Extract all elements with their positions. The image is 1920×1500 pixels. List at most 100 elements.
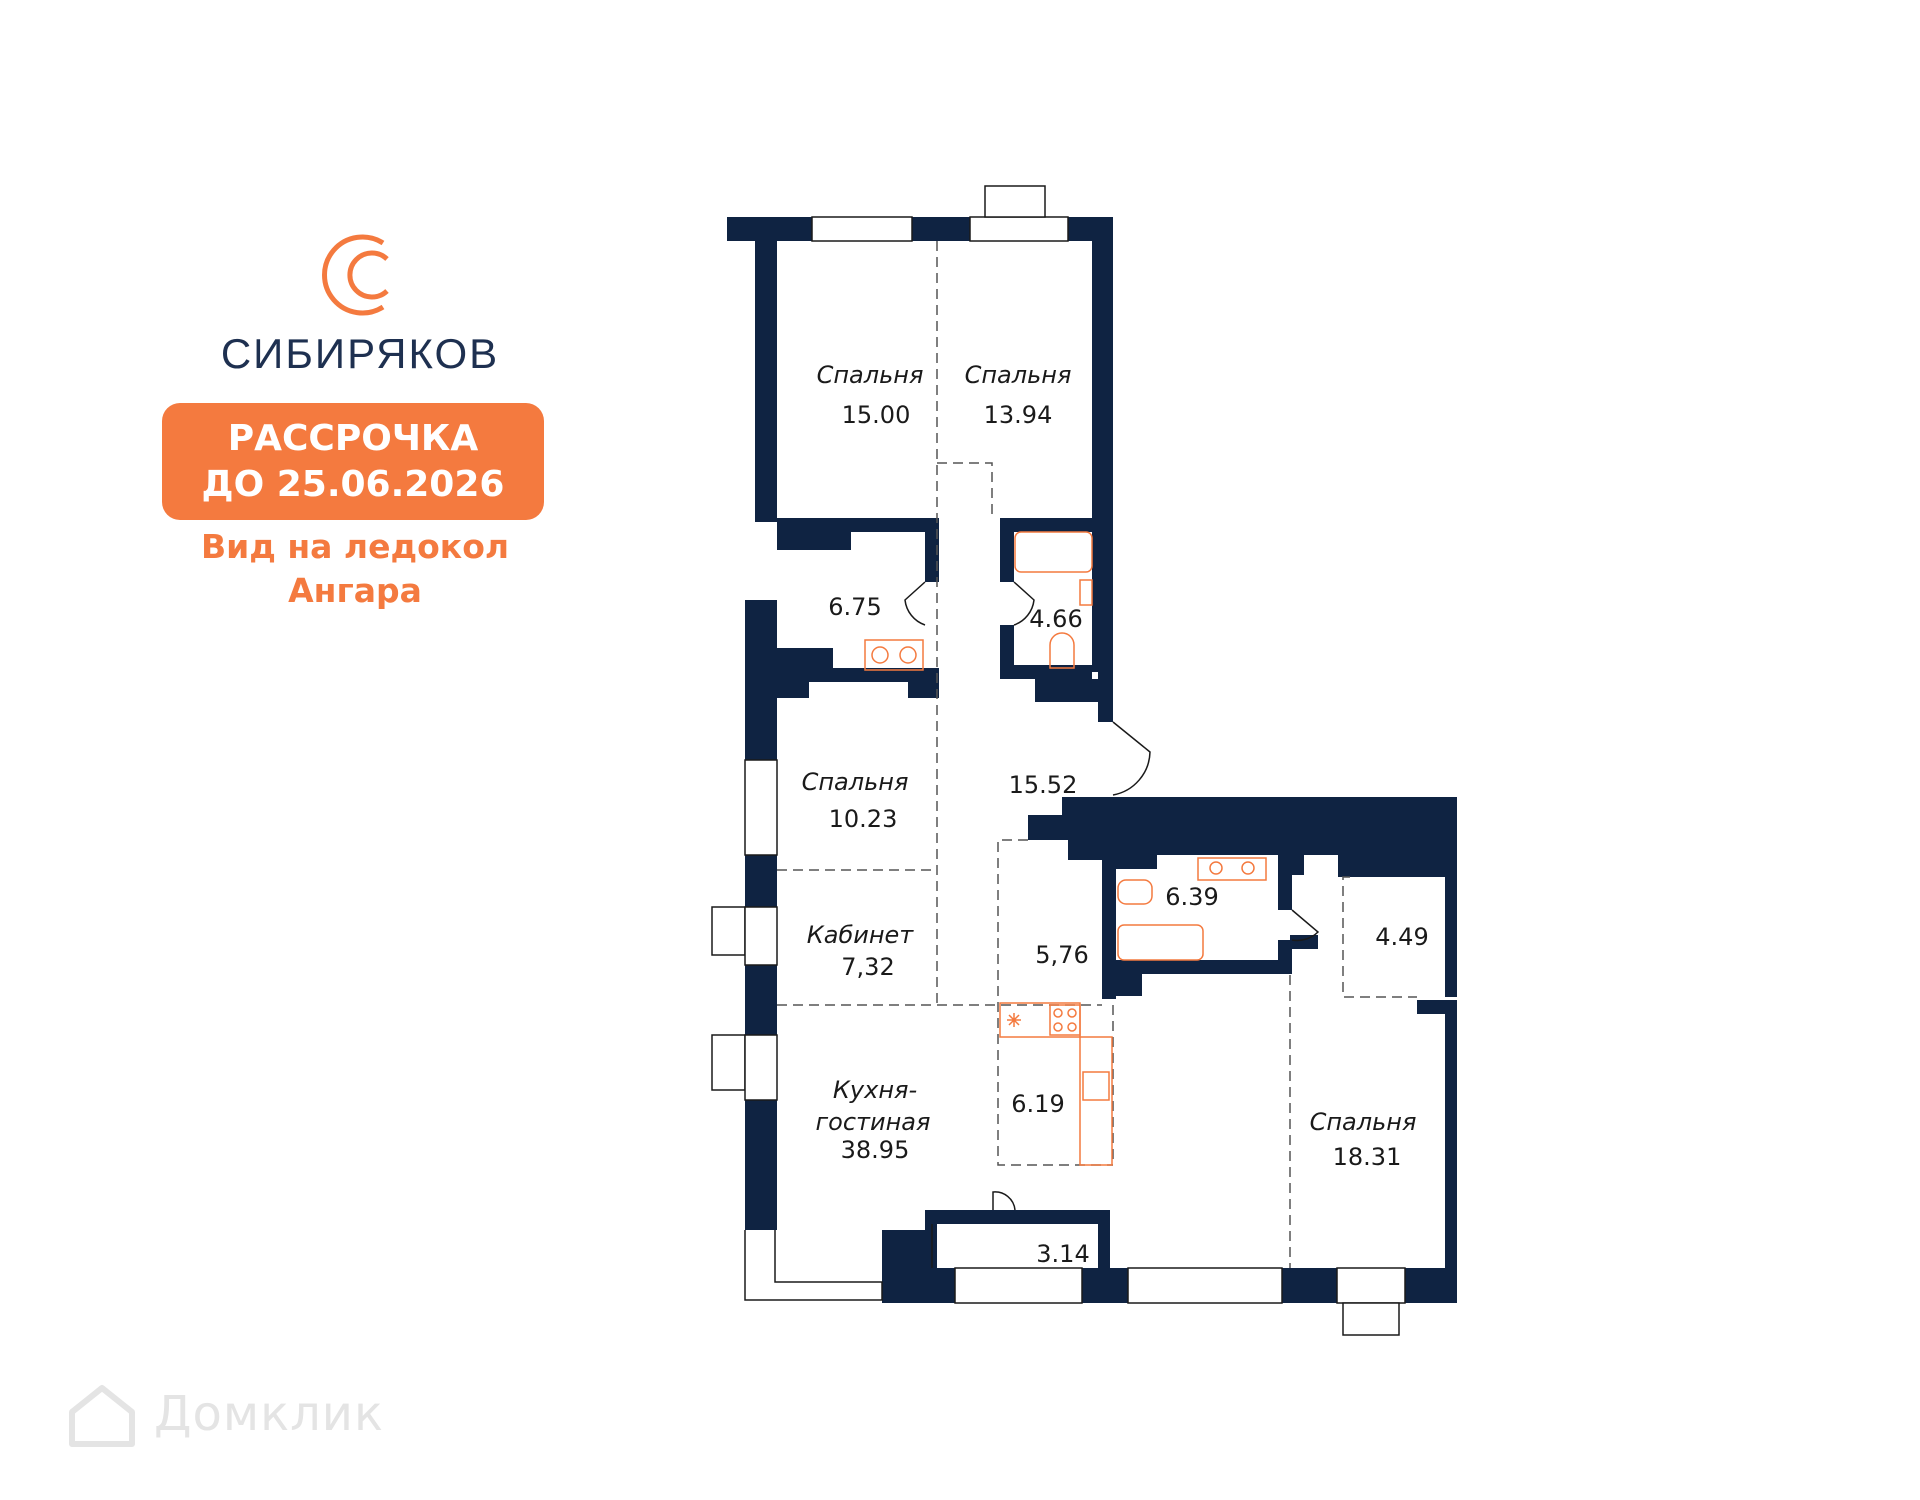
wall bbox=[745, 855, 777, 907]
hood-icon bbox=[1007, 1013, 1021, 1027]
burner-icon bbox=[1053, 1022, 1063, 1032]
brand-name: СИБИРЯКОВ bbox=[220, 330, 500, 377]
wall bbox=[1445, 1000, 1457, 1302]
corridor-area: 5,76 bbox=[1035, 941, 1088, 969]
window bbox=[1127, 1267, 1283, 1304]
wall bbox=[1102, 797, 1457, 855]
window bbox=[954, 1267, 1083, 1304]
door-swing bbox=[1013, 581, 1035, 626]
wall bbox=[1078, 1268, 1128, 1303]
burner-icon bbox=[1067, 1008, 1077, 1018]
wall bbox=[908, 668, 939, 698]
divider bbox=[997, 839, 1113, 1166]
burner-icon bbox=[1053, 1008, 1063, 1018]
wall bbox=[1035, 679, 1113, 702]
wall bbox=[1068, 835, 1102, 860]
wall bbox=[777, 648, 833, 670]
wall bbox=[1102, 855, 1157, 869]
wall bbox=[925, 532, 939, 582]
window bbox=[1336, 1267, 1406, 1304]
living-kitchen-label-line-1: Кухня- bbox=[833, 1076, 917, 1104]
burner-icon bbox=[1067, 1022, 1077, 1032]
wall bbox=[1000, 665, 1092, 679]
wall bbox=[745, 965, 777, 1035]
bedroom-3-area: 10.23 bbox=[829, 805, 898, 833]
wall bbox=[882, 1268, 932, 1303]
wall bbox=[1278, 940, 1292, 974]
kitchen-zone-area: 6.19 bbox=[1011, 1090, 1064, 1118]
wall bbox=[745, 600, 777, 760]
divider bbox=[1342, 876, 1417, 998]
sink-icon bbox=[1209, 861, 1223, 875]
toilet-icon bbox=[1049, 632, 1075, 669]
living-kitchen-label-line-2: гостиная bbox=[816, 1108, 931, 1136]
fixtures bbox=[864, 531, 1267, 1166]
windows bbox=[711, 185, 1406, 1336]
door-swing bbox=[992, 1191, 1016, 1211]
view-note-line-1: Вид на ледокол bbox=[200, 527, 510, 566]
sibiryakov-c-logo-icon bbox=[322, 234, 389, 316]
bedroom-4-area: 18.31 bbox=[1333, 1143, 1402, 1171]
bedroom-3-label: Спальня bbox=[802, 768, 909, 796]
sink-icon bbox=[1241, 861, 1255, 875]
wall bbox=[755, 217, 777, 522]
wall bbox=[795, 668, 939, 682]
watermark-text: Домклик bbox=[154, 1386, 384, 1442]
house-icon bbox=[69, 1385, 135, 1447]
bathroom-1-area: 4.66 bbox=[1029, 605, 1082, 633]
wall bbox=[1092, 217, 1113, 672]
wall bbox=[1000, 625, 1014, 670]
window bbox=[744, 759, 778, 856]
window bbox=[811, 216, 913, 242]
window-ledge bbox=[711, 1034, 746, 1091]
living-kitchen-area: 38.95 bbox=[841, 1136, 910, 1164]
toilet-icon bbox=[1117, 879, 1153, 905]
bedroom-4-label: Спальня bbox=[1310, 1108, 1417, 1136]
window bbox=[969, 216, 1069, 242]
doors bbox=[904, 581, 1320, 1211]
wall bbox=[912, 217, 970, 241]
washer-icon bbox=[871, 646, 889, 664]
promo-line-1: РАССРОЧКА bbox=[227, 418, 479, 459]
stove-icon bbox=[1049, 1004, 1081, 1036]
wall bbox=[1098, 1210, 1110, 1270]
wall bbox=[777, 518, 939, 532]
watermark: Домклик bbox=[62, 1380, 442, 1450]
dryer-icon bbox=[899, 646, 917, 664]
zone-dividers bbox=[777, 241, 1417, 1268]
balcony-area: 3.14 bbox=[1036, 1240, 1089, 1268]
door-swing bbox=[1291, 909, 1320, 942]
wall bbox=[1290, 855, 1304, 875]
wall bbox=[925, 1210, 1110, 1224]
bathtub-icon bbox=[1117, 924, 1204, 961]
bathroom-2-area: 6.39 bbox=[1165, 883, 1218, 911]
wall bbox=[1338, 855, 1457, 877]
study-label: Кабинет bbox=[807, 921, 915, 949]
view-note-line-2: Ангара bbox=[288, 571, 422, 610]
bedroom-2-area: 13.94 bbox=[984, 401, 1053, 429]
wardrobe-area: 4.49 bbox=[1375, 923, 1428, 951]
hall-area: 15.52 bbox=[1009, 771, 1078, 799]
divider bbox=[937, 462, 993, 518]
wall bbox=[1405, 1268, 1457, 1303]
bedroom-1-area: 15.00 bbox=[842, 401, 911, 429]
wall bbox=[1445, 877, 1457, 997]
kitchen-counter-icon bbox=[1079, 1036, 1113, 1166]
kitchen-sink-icon bbox=[1082, 1071, 1110, 1101]
wall bbox=[1102, 960, 1292, 974]
promo-line-2: ДО 25.06.2026 bbox=[201, 464, 505, 505]
window bbox=[744, 906, 778, 966]
promo-badge: РАССРОЧКА ДО 25.06.2026 bbox=[162, 403, 544, 520]
wall bbox=[1278, 855, 1292, 910]
window bbox=[744, 1034, 778, 1101]
window-ledge bbox=[711, 906, 746, 956]
wall bbox=[1102, 974, 1142, 996]
bedroom-2-label: Спальня bbox=[965, 361, 1072, 389]
wall bbox=[777, 532, 851, 550]
door-swing bbox=[1112, 721, 1151, 796]
double-sink-icon bbox=[1197, 857, 1267, 881]
room-labels: Спальня 15.00 Спальня 13.94 6.75 4.66 Сп… bbox=[802, 361, 1429, 1268]
wall bbox=[1000, 532, 1014, 582]
sink-icon bbox=[1079, 579, 1093, 606]
